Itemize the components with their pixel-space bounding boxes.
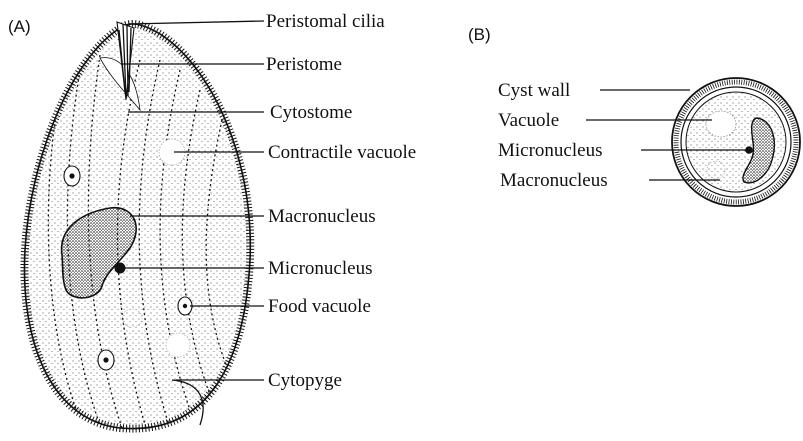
cyst-micronucleus bbox=[745, 146, 753, 154]
panel-b-labels: Cyst wall Vacuole Micronucleus Macronucl… bbox=[498, 80, 608, 191]
label-micronucleus: Micronucleus bbox=[268, 258, 372, 279]
contractile-vacuole-lower bbox=[166, 333, 190, 357]
label-macronucleus: Macronucleus bbox=[268, 206, 376, 227]
label-food-vacuole: Food vacuole bbox=[268, 296, 371, 317]
label-vacuole: Vacuole bbox=[498, 110, 559, 131]
cell-body bbox=[24, 24, 250, 429]
panel-a-labels: Peristomal cilia Peristome Cytostome Con… bbox=[266, 11, 416, 391]
label-cyst-micronucleus: Micronucleus bbox=[498, 140, 602, 161]
label-cyst-macronucleus: Macronucleus bbox=[500, 170, 608, 191]
label-cytostome: Cytostome bbox=[270, 102, 352, 123]
label-peristomal-cilia: Peristomal cilia bbox=[266, 11, 385, 32]
panel-b-tag: (B) bbox=[468, 25, 491, 44]
label-contractile-vacuole: Contractile vacuole bbox=[268, 142, 416, 163]
label-peristome: Peristome bbox=[266, 54, 342, 75]
label-cytopyge: Cytopyge bbox=[268, 370, 342, 391]
cyst-vacuole bbox=[706, 111, 736, 137]
micronucleus bbox=[115, 263, 126, 274]
cyst bbox=[672, 78, 800, 206]
paramecium-cell bbox=[24, 22, 250, 429]
panel-a-tag: (A) bbox=[8, 17, 31, 36]
label-cyst-wall: Cyst wall bbox=[498, 80, 570, 101]
